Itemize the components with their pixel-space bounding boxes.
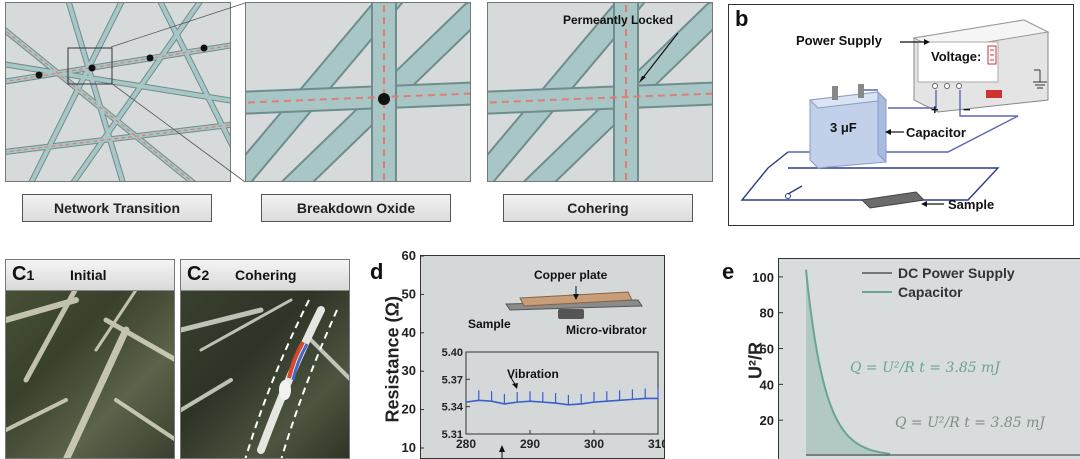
cohering-image: Permeantly Locked: [487, 2, 713, 182]
e-ytick-label: 60: [760, 342, 774, 357]
breakdown-image: [245, 2, 471, 182]
caption-cohering: Cohering: [503, 194, 693, 222]
c1-letter-main: C: [12, 263, 27, 285]
caption-network-transition: Network Transition: [22, 194, 212, 222]
power-supply-label: Power Supply: [796, 33, 882, 48]
d-inset-xtick-label: 290: [520, 437, 540, 451]
d-inset-ytick-label: 5.40: [442, 347, 463, 359]
panel-e-chart: 20 40 60 80 100: [752, 269, 1080, 456]
copper-plate-setup: [505, 286, 643, 319]
e-ytick-label: 100: [752, 270, 774, 285]
panel-b-letter: b: [735, 6, 749, 31]
panel-e-letter: e: [722, 259, 735, 284]
fiber-network-drawing: [6, 3, 230, 181]
e-ytick-label: 40: [760, 377, 774, 392]
c2-letter-main: C: [187, 263, 202, 285]
sample-label-b: Sample: [948, 197, 995, 212]
d-inset-xtick-label: 300: [584, 437, 604, 451]
minus-terminal-label: −: [963, 102, 971, 117]
formula-1: Q = U²/R t = 3.85 mJ: [850, 360, 1000, 376]
caption-breakdown-oxide: Breakdown Oxide: [261, 194, 451, 222]
capacitor-value-label: 3 μF: [830, 120, 857, 135]
c2-fibers: [181, 298, 349, 458]
cohering-drawing: [488, 3, 712, 181]
d-inset-xtick-label: 310: [648, 437, 665, 451]
legend-capacitor: Capacitor: [898, 284, 963, 300]
c1-title: Initial: [70, 267, 107, 283]
d-main-ytick-label: 40: [402, 325, 416, 340]
zoom-lines: [110, 2, 246, 183]
vibration-arrowhead: [512, 383, 518, 389]
d-inset-line: [465, 397, 658, 406]
copper-plate-label: Copper plate: [534, 268, 608, 282]
panel-d-letter: d: [370, 259, 384, 284]
panel-d-axes: 10 20 30 40 50 60: [402, 248, 424, 455]
c1-letter: C1: [12, 263, 34, 286]
d-bottom-arrowhead: [499, 445, 505, 452]
d-inset-ytick-label: 5.31: [442, 429, 463, 441]
e-capacitor-area: [806, 269, 890, 456]
panel-e-legend-swatches: [862, 272, 892, 293]
c1-letter-sub: 1: [26, 267, 35, 283]
vibration-label: Vibration: [507, 367, 559, 381]
d-inset-frame: [465, 351, 659, 435]
circuit-diagram: [740, 19, 1050, 209]
capacitor-label: Capacitor: [906, 125, 966, 140]
d-inset-ytick-label: 5.37: [442, 374, 463, 386]
d-main-ytick-label: 50: [402, 286, 416, 301]
c1-micrograph: C1 Initial: [5, 259, 175, 459]
breakdown-drawing: [246, 3, 470, 181]
voltage-display-label: Voltage:: [931, 49, 982, 64]
micro-vibrator-label: Micro-vibrator: [566, 323, 647, 337]
e-capacitor-line: [805, 269, 891, 455]
plus-terminal-label: +: [931, 102, 939, 117]
panel-d-inset: 5.31 5.34 5.37 5.40 280 290 300 310: [442, 347, 665, 459]
d-main-ytick-label: 30: [402, 363, 416, 378]
d-inset-xtick-label: 280: [456, 437, 476, 451]
c2-letter: C2: [187, 263, 209, 286]
permanently-locked-label: Permeantly Locked: [563, 13, 674, 27]
e-ytick-label: 20: [760, 413, 774, 428]
network-image: [5, 2, 231, 182]
c2-letter-sub: 2: [201, 267, 210, 283]
legend-dc-power-supply: DC Power Supply: [898, 265, 1015, 281]
c1-title-bar: [6, 260, 174, 291]
sample-label-d: Sample: [468, 317, 511, 331]
c2-micrograph: C2 Cohering: [180, 259, 350, 459]
e-ytick-label: 80: [760, 306, 774, 321]
panel-e-plot: [778, 258, 1080, 459]
d-inset-ytick-label: 5.34: [442, 402, 464, 414]
d-main-ytick-label: 60: [402, 248, 416, 263]
d-main-ytick-label: 20: [402, 402, 416, 417]
formula-2: Q = U²/R t = 3.85 mJ: [895, 415, 1045, 431]
d-main-ytick-label: 10: [402, 440, 416, 455]
c1-fibers: [6, 267, 174, 458]
c2-title-bar: [181, 260, 349, 291]
c2-title: Cohering: [235, 267, 297, 283]
